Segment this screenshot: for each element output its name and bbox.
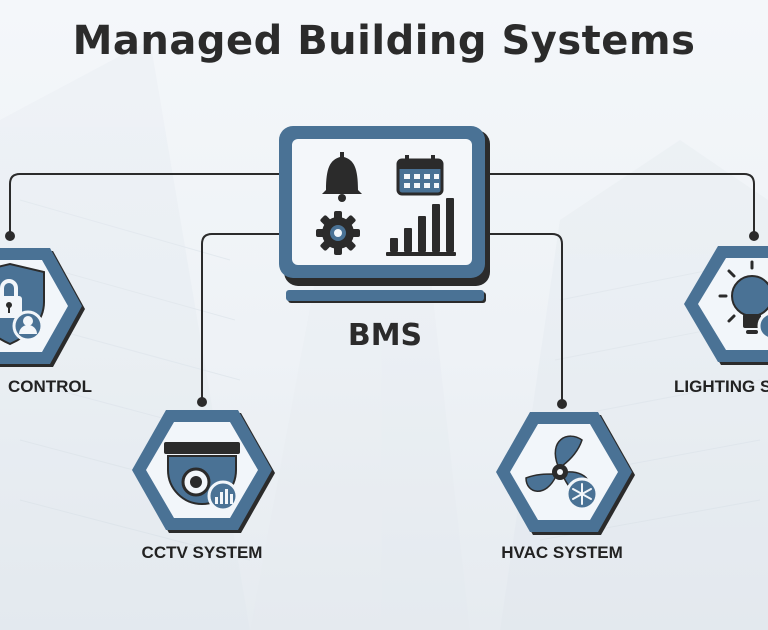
node-label-lighting: LIGHTING S	[674, 377, 768, 396]
calendar-icon	[396, 155, 444, 196]
light-bulb-icon	[718, 260, 768, 340]
connector-lighting	[488, 173, 755, 236]
node-access-control	[0, 248, 85, 367]
node-label-access-control: CONTROL	[7, 377, 93, 396]
node-cctv	[132, 410, 275, 533]
bell-icon	[322, 152, 362, 202]
connector-hvac	[488, 233, 563, 404]
bms-monitor	[279, 126, 490, 303]
node-hvac	[496, 412, 635, 535]
connector-access-control	[9, 173, 282, 236]
fan-snowflake-icon	[525, 435, 599, 511]
node-lighting	[684, 246, 768, 365]
node-label-cctv: CCTV SYSTEM	[141, 543, 263, 562]
connector-lines	[9, 173, 755, 404]
shield-lock-user-icon	[0, 262, 45, 346]
gear-icon	[316, 211, 360, 255]
node-label-hvac: HVAC SYSTEM	[501, 543, 623, 562]
security-camera-icon	[164, 442, 240, 512]
hub-label: BMS	[347, 318, 423, 353]
diagram-title: Managed Building Systems	[72, 18, 696, 64]
bar-chart-icon	[386, 198, 456, 256]
connector-cctv	[201, 233, 282, 402]
connector-dots	[5, 231, 759, 409]
